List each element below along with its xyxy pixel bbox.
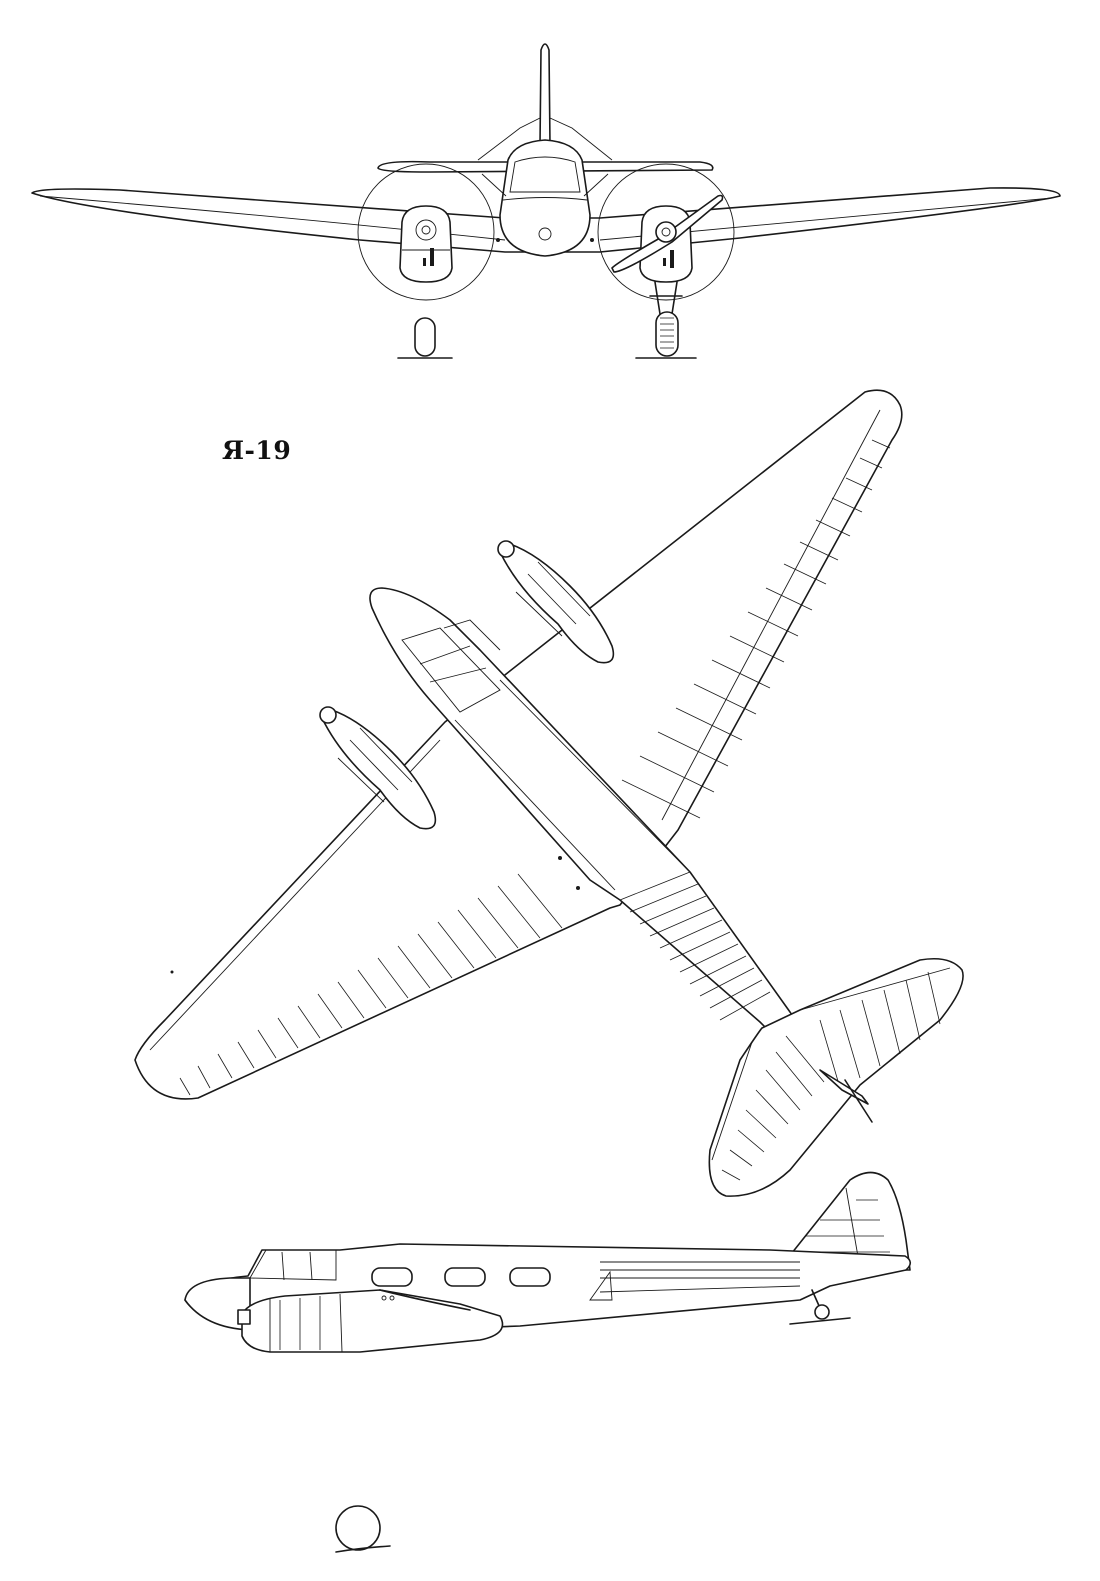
aircraft-designation-label: Я-19 (222, 436, 292, 465)
side-view-tail-wheel (814, 1304, 830, 1320)
side-view-window (371, 1267, 413, 1287)
front-view-left-propeller-disc (357, 163, 495, 301)
side-view-nose (184, 1277, 251, 1331)
front-view-main-wheel (655, 311, 679, 357)
side-view-fin (779, 1171, 911, 1271)
front-view (31, 43, 1061, 359)
plan-view-right-wing-ribs (621, 439, 891, 819)
front-view-fuselage (499, 139, 591, 257)
front-view-right-propeller-disc (597, 163, 735, 301)
front-view-main-gear (649, 281, 683, 315)
side-view-nacelle (241, 1289, 504, 1353)
plan-view-tailplane (708, 957, 964, 1197)
side-view (184, 1171, 912, 1553)
plan-view-fin (819, 1069, 869, 1105)
front-view-wing (31, 187, 1061, 253)
side-view-window (444, 1267, 486, 1287)
front-view-left-nacelle (399, 205, 453, 283)
side-view-main-wheel (335, 1505, 381, 1551)
plan-view-left-wing-ribs (179, 873, 563, 1096)
side-view-fin-ribs (794, 1199, 890, 1253)
plan-view (134, 389, 964, 1197)
side-view-window (509, 1267, 551, 1287)
front-view-fin (539, 43, 551, 146)
front-view-tailplane (377, 160, 714, 173)
front-view-left-wheel (414, 317, 436, 357)
plan-view-rear-fuselage-ribs (619, 871, 771, 1021)
plan-view-tailplane-ribs (721, 971, 941, 1181)
